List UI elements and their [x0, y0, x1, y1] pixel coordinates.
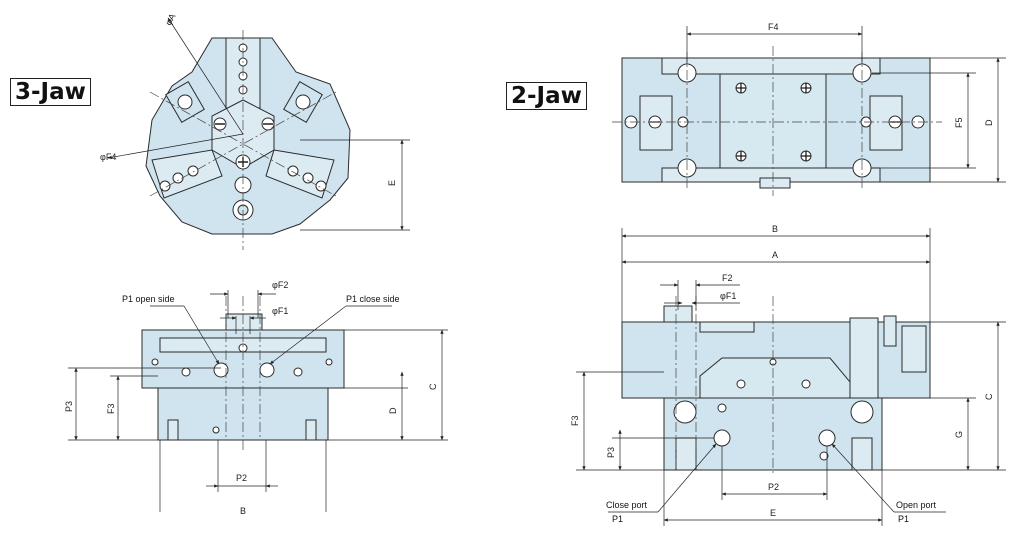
- two-jaw-side-dims: [576, 228, 1006, 526]
- dim-phiF4: φF4: [100, 152, 116, 162]
- dim-phiF1-left: φF1: [272, 306, 288, 316]
- dim-E-left: E: [387, 180, 397, 186]
- dim-F4-right: F4: [768, 22, 779, 32]
- dim-E-right: E: [770, 508, 776, 518]
- callout-p1-close-side: P1 close side: [346, 294, 400, 304]
- dim-G-right: G: [954, 431, 964, 438]
- dim-B-left: B: [240, 506, 246, 516]
- callout-open-port: Open port: [896, 500, 937, 510]
- dim-phiF2-left: φF2: [272, 280, 288, 290]
- two-jaw-side-centerlines: [675, 296, 774, 476]
- callout-open-port-p1: P1: [898, 514, 909, 524]
- dim-C-right: C: [984, 393, 994, 400]
- two-jaw-top-centerlines: [612, 46, 942, 196]
- two-jaw-top-dims: [686, 26, 1006, 183]
- three-jaw-side-dims: [68, 290, 448, 512]
- two-jaw-top-view: [621, 57, 931, 189]
- dim-D-right: D: [984, 119, 994, 126]
- callout-close-port: Close port: [606, 500, 648, 510]
- dim-A-right: A: [772, 250, 778, 260]
- dim-P2-left: P2: [236, 473, 247, 483]
- three-jaw-badge: 3-Jaw: [10, 78, 91, 106]
- dim-F3-left: F3: [106, 403, 116, 414]
- dim-P3-left: P3: [64, 401, 74, 412]
- dim-C-left: C: [428, 383, 438, 390]
- dim-F2-right: F2: [722, 273, 733, 283]
- dim-phiA: φA: [163, 12, 178, 27]
- dim-F3-right: F3: [570, 415, 580, 426]
- dim-P2-right: P2: [768, 482, 779, 492]
- callout-p1-open-side: P1 open side: [122, 294, 175, 304]
- dim-phiF1-right: φF1: [720, 291, 736, 301]
- two-jaw-side-view: [621, 305, 931, 471]
- three-jaw-side-centerlines: [225, 296, 261, 450]
- two-jaw-badge: 2-Jaw: [506, 82, 587, 110]
- dim-F5-right: F5: [954, 117, 964, 128]
- callout-close-port-p1: P1: [612, 514, 623, 524]
- three-jaw-top-dims: [107, 17, 410, 231]
- dim-D-left: D: [388, 407, 398, 414]
- dim-P3-right: P3: [606, 447, 616, 458]
- dim-B-right: B: [772, 224, 778, 234]
- three-jaw-top-view: [145, 30, 351, 250]
